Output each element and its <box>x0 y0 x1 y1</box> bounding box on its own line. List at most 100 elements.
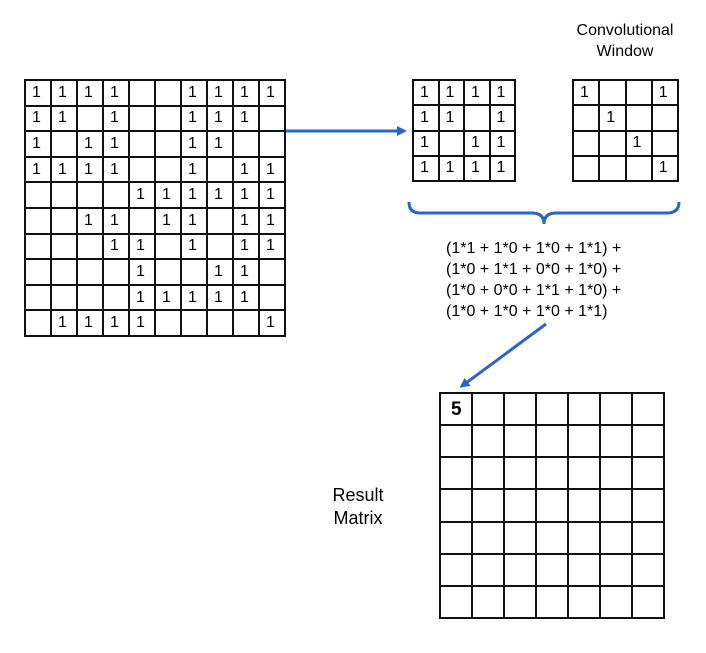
result-cell <box>472 553 504 586</box>
input-cell <box>155 131 181 157</box>
patch-cell: 1 <box>464 130 490 156</box>
result-cell <box>536 393 568 426</box>
input-cell: 1 <box>129 233 155 260</box>
input-cell <box>103 259 129 285</box>
input-cell <box>207 233 233 260</box>
kernel-cell <box>573 105 600 131</box>
input-cell: 1 <box>25 80 51 106</box>
input-cell: 1 <box>51 80 77 106</box>
input-cell: 1 <box>155 182 181 208</box>
patch-cell: 1 <box>489 105 515 131</box>
patch-cell: 1 <box>489 155 515 181</box>
result-cell <box>632 425 664 458</box>
input-cell <box>233 310 259 336</box>
result-label: Result Matrix <box>300 484 416 530</box>
input-cell <box>51 233 77 260</box>
input-cell: 1 <box>77 310 103 336</box>
input-cell: 1 <box>259 310 285 336</box>
input-cell <box>25 233 51 260</box>
result-cell <box>632 521 664 554</box>
input-cell <box>259 259 285 285</box>
result-cell <box>568 521 600 554</box>
formula-line: (1*0 + 1*0 + 1*0 + 1*1) <box>446 303 608 320</box>
result-cell <box>600 585 632 618</box>
input-cell <box>77 233 103 260</box>
input-cell: 1 <box>181 208 207 234</box>
input-cell: 1 <box>155 284 181 311</box>
result-cell <box>568 425 600 458</box>
formula-line: (1*0 + 0*0 + 1*1 + 1*0) + <box>446 282 622 299</box>
input-cell: 1 <box>103 208 129 234</box>
input-cell: 1 <box>233 105 259 132</box>
result-cell <box>536 457 568 490</box>
result-cell <box>600 425 632 458</box>
result-cell <box>568 489 600 522</box>
result-cell <box>472 521 504 554</box>
result-cell <box>568 457 600 490</box>
input-cell <box>155 105 181 132</box>
result-cell <box>632 585 664 618</box>
formula-line: (1*1 + 1*0 + 1*0 + 1*1) + <box>446 240 622 257</box>
input-cell <box>181 310 207 336</box>
input-cell: 1 <box>233 284 259 311</box>
input-cell <box>207 310 233 336</box>
kernel-cell: 1 <box>573 80 600 106</box>
input-cell: 1 <box>207 182 233 208</box>
kernel-cell: 1 <box>599 105 626 131</box>
patch-cell: 1 <box>489 80 515 106</box>
input-cell <box>103 284 129 311</box>
input-cell: 1 <box>77 156 103 183</box>
patch-cell: 1 <box>413 105 439 131</box>
result-cell <box>440 553 472 586</box>
kernel-label-line2: Window <box>596 43 654 60</box>
input-cell <box>51 182 77 208</box>
kernel-cell <box>599 130 626 156</box>
input-cell: 1 <box>77 131 103 157</box>
result-cell <box>600 521 632 554</box>
input-cell: 1 <box>259 156 285 183</box>
input-cell <box>155 80 181 106</box>
kernel-cell <box>599 80 626 106</box>
input-cell: 1 <box>51 156 77 183</box>
input-cell: 1 <box>129 310 155 336</box>
kernel-label: Convolutional Window <box>560 20 690 62</box>
kernel-cell: 1 <box>625 130 652 156</box>
result-cell <box>504 425 536 458</box>
input-cell: 1 <box>233 182 259 208</box>
input-cell <box>259 105 285 132</box>
input-cell: 1 <box>103 105 129 132</box>
result-cell <box>632 489 664 522</box>
kernel-cell <box>625 80 652 106</box>
result-cell <box>600 489 632 522</box>
result-cell <box>536 521 568 554</box>
input-cell: 1 <box>25 105 51 132</box>
input-cell: 1 <box>181 131 207 157</box>
input-cell <box>77 259 103 285</box>
input-cell: 1 <box>155 208 181 234</box>
result-cell <box>504 393 536 426</box>
result-cell <box>472 457 504 490</box>
input-cell: 1 <box>103 233 129 260</box>
input-cell: 1 <box>129 182 155 208</box>
result-cell <box>568 585 600 618</box>
input-cell: 1 <box>77 208 103 234</box>
result-cell <box>472 585 504 618</box>
input-cell <box>77 284 103 311</box>
input-cell <box>259 284 285 311</box>
input-cell: 1 <box>233 233 259 260</box>
arrow-formula-to-result <box>459 322 547 388</box>
grouping-brace <box>407 201 681 225</box>
input-cell: 1 <box>103 80 129 106</box>
patch-cell: 1 <box>413 155 439 181</box>
result-cell <box>440 425 472 458</box>
kernel-cell <box>651 130 678 156</box>
input-cell <box>51 131 77 157</box>
input-cell: 1 <box>51 310 77 336</box>
input-cell <box>207 208 233 234</box>
patch-cell: 1 <box>438 155 464 181</box>
result-matrix: 5 <box>439 392 665 619</box>
patch-cell: 1 <box>464 155 490 181</box>
input-cell <box>25 208 51 234</box>
result-cell <box>536 585 568 618</box>
result-cell <box>568 553 600 586</box>
